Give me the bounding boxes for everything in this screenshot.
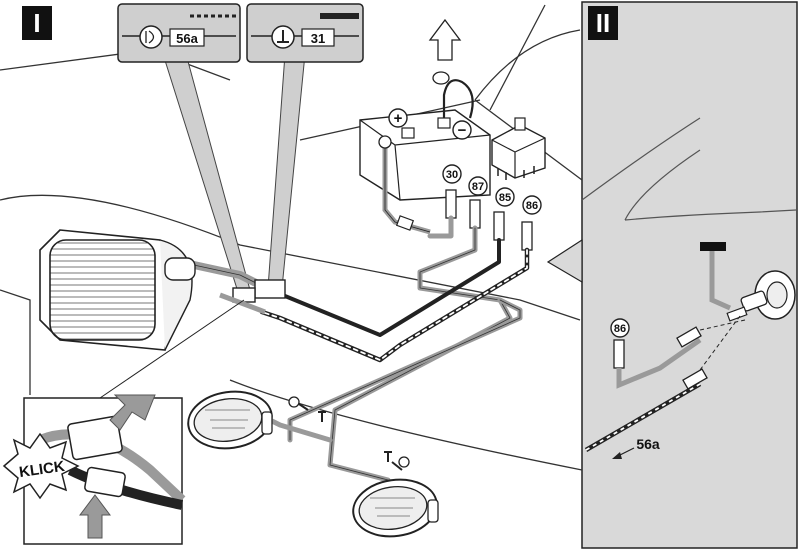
battery-post-minus — [437, 117, 451, 129]
relay-tab — [514, 117, 526, 131]
panel-two-wiring: 86 56a — [584, 242, 796, 459]
windshield-line — [474, 29, 581, 101]
callout-ground: 31 — [246, 3, 364, 63]
headlight-symbol-icon — [139, 25, 163, 49]
plus-icon — [388, 108, 408, 128]
plug-30 — [445, 189, 457, 219]
plug-87 — [469, 199, 481, 229]
terminal-86-label: 86 — [526, 200, 538, 212]
callout-cone-right — [267, 53, 306, 289]
up-arrow-icon — [428, 18, 462, 61]
relay-connectors: 30 87 85 86 — [442, 164, 542, 251]
wire-56a-label: 56a — [636, 436, 660, 452]
callout-headlight: 56a — [117, 3, 241, 63]
ground-ring-2 — [398, 456, 410, 468]
panel-two-body-line — [624, 209, 797, 221]
battery-plus-sign: + — [394, 110, 403, 127]
click-label: KLICK — [18, 458, 66, 481]
click-burst — [2, 432, 80, 500]
ground-ring-1 — [288, 396, 300, 408]
panel-one-tag: I — [22, 6, 52, 40]
inset-spade-connector — [676, 326, 702, 348]
driving-light-2 — [352, 478, 439, 538]
panel-two-body-line — [581, 117, 701, 201]
ground-terminal-label: 31 — [311, 31, 325, 46]
minus-icon — [452, 120, 472, 140]
panel-two-label: II — [596, 8, 610, 38]
wiring-harness — [176, 215, 530, 483]
ground-symbol-icon — [700, 242, 726, 251]
relay — [491, 117, 546, 180]
lower-edge — [229, 379, 583, 471]
driving-light-1 — [187, 390, 273, 450]
panel-two — [546, 1, 798, 549]
ground-lug — [432, 71, 450, 85]
panel-one-label: I — [33, 8, 40, 38]
ground-terminals — [288, 396, 410, 471]
terminal-85-label: 85 — [499, 192, 511, 204]
panel-two-body-line — [624, 149, 701, 221]
ground-symbol-icon — [318, 411, 326, 422]
panel-two-tag: II — [588, 6, 618, 40]
headlight — [39, 229, 196, 351]
harness-connector — [219, 279, 286, 315]
inset-plug-86 — [613, 339, 625, 369]
fuse-holder — [395, 215, 415, 231]
plug-86 — [521, 221, 533, 251]
terminal-30-label: 30 — [446, 169, 458, 181]
plug-85 — [493, 211, 505, 241]
inset-terminal-86-label: 86 — [614, 323, 626, 335]
headlight-terminal-label: 56a — [176, 31, 198, 46]
battery-post-plus — [401, 127, 415, 139]
inset-wire-connector — [682, 368, 708, 390]
ground-symbol-icon — [384, 451, 392, 462]
wire-direction-arrow-icon — [612, 452, 622, 459]
bumper-edge — [0, 289, 31, 395]
headlight-lens — [49, 239, 156, 341]
battery-minus-sign: − — [458, 122, 467, 139]
push-arrow-up-icon — [79, 494, 111, 539]
panel-two-pointer — [546, 238, 583, 284]
push-arrow-down-icon — [109, 394, 156, 431]
click-inset: KLICK — [2, 299, 245, 545]
terminal-87-label: 87 — [472, 181, 484, 193]
